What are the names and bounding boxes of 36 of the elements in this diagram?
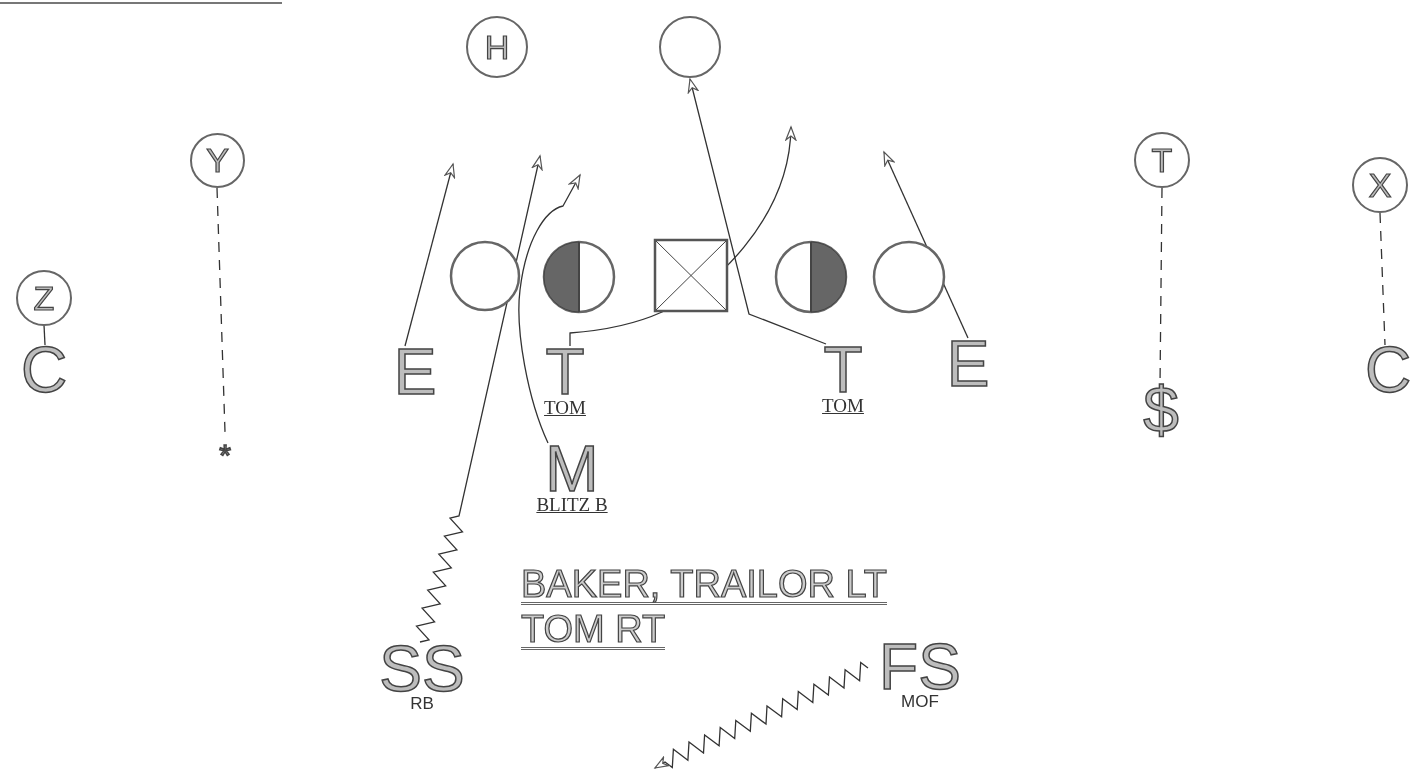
- player-letter: T: [823, 345, 863, 395]
- lineman-circle: [542, 240, 616, 314]
- route-arrow: [654, 661, 869, 769]
- player-circle: X: [1352, 157, 1408, 213]
- center-square: [653, 238, 729, 313]
- lineman-circle: [774, 240, 848, 314]
- player-letter: E: [946, 339, 990, 389]
- assignment-label: MOF: [901, 692, 939, 712]
- assignment-label: BLITZ B: [536, 494, 608, 516]
- player-letter: E: [393, 347, 437, 397]
- assignment-label: TOM: [544, 397, 586, 419]
- assignment-label: TOM: [822, 395, 864, 417]
- player-letter: C: [20, 345, 68, 395]
- player-letter: SS: [379, 644, 465, 694]
- lineman-circle: [449, 240, 521, 312]
- player-letter: *: [219, 437, 231, 473]
- player-circle: H: [466, 16, 528, 78]
- coverage-line: [1379, 212, 1386, 346]
- player-circle: Y: [190, 133, 245, 188]
- play-call-text: BAKER, TRAILOR LT: [521, 566, 888, 605]
- player-circle: Z: [16, 270, 72, 326]
- player-letter: T: [545, 347, 585, 397]
- connector-line: [43, 324, 46, 346]
- route-arrow: [404, 163, 456, 347]
- lineman-circle: [872, 240, 946, 314]
- route-arrow: [687, 78, 827, 345]
- player-letter: C: [1364, 345, 1412, 395]
- player-letter: FS: [879, 642, 961, 692]
- player-letter: M: [545, 444, 599, 494]
- route-arrow: [415, 155, 543, 643]
- route-arrow: [518, 174, 581, 444]
- assignment-label: RB: [410, 694, 434, 714]
- coverage-line: [216, 187, 226, 433]
- play-call-text: TOM RT: [521, 611, 666, 650]
- player-letter: $: [1143, 385, 1179, 435]
- player-circle: T: [1134, 132, 1190, 188]
